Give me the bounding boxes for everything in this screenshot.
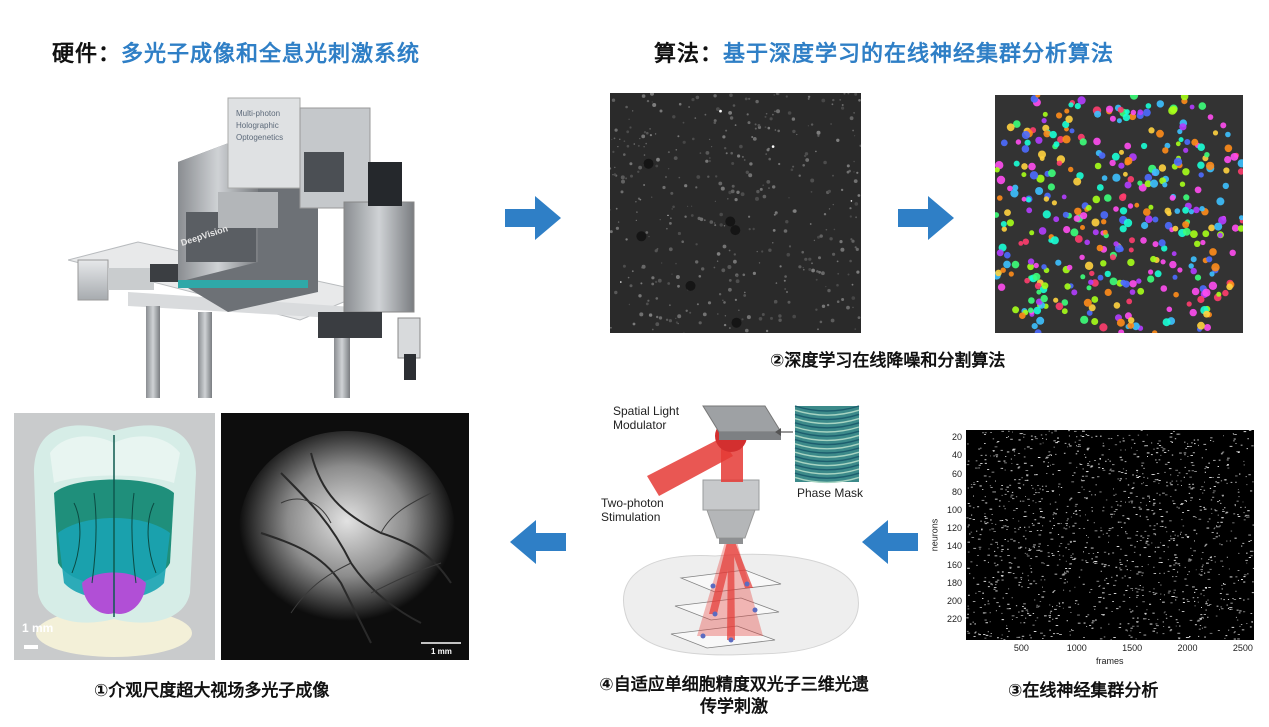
- raster-plot: neurons frames 20 40 60 80 100 120 140 160 180 20…: [929, 420, 1260, 670]
- raster-x-tick: 2000: [1177, 643, 1198, 653]
- hardware-heading-value: 多光子成像和全息光刺激系统: [121, 42, 421, 67]
- microscope-panel-line-3: Optogenetics: [236, 133, 283, 142]
- raster-canvas: [966, 430, 1255, 640]
- raster-y-tick: 140: [946, 541, 962, 552]
- raster-ylabel: neurons: [929, 518, 940, 552]
- two-photon-label: Two-photon Stimulation: [601, 496, 664, 524]
- raster-y-tick: 120: [946, 523, 962, 534]
- brain-atlas-panel: 1 mm: [14, 413, 215, 660]
- raster-y-tick: 20: [951, 432, 962, 443]
- microscope-panel-line-2: Holographic: [236, 121, 279, 130]
- raster-y-tick: 220: [946, 614, 962, 625]
- raster-y-tick: 80: [951, 486, 962, 497]
- vessel-scale-label: 1 mm: [431, 647, 452, 656]
- raster-xlabel: frames: [1096, 656, 1124, 666]
- arrow-right-2: [898, 196, 954, 240]
- microscope-illustration: Multi-photon Holographic Optogenetics De…: [68, 92, 432, 398]
- caption-ensemble-analysis: ③在线神经集群分析: [1008, 681, 1159, 701]
- caption-holographic-stimulation: ④自适应单细胞精度双光子三维光遗传学刺激: [599, 675, 869, 717]
- brain-scale-label: 1 mm: [22, 621, 54, 635]
- algorithm-heading-key: 算法：: [654, 42, 724, 67]
- raster-x-tick: 1000: [1066, 643, 1087, 653]
- raster-y-tick: 180: [946, 577, 962, 588]
- vessel-imaging-panel: 1 mm: [221, 413, 469, 660]
- stimulation-schematic: Spatial Light Modulator Phase Mask Two-p…: [585, 392, 875, 667]
- raster-x-tick: 2500: [1232, 643, 1253, 653]
- segmentation-panel: [995, 95, 1243, 333]
- raster-y-tick: 60: [951, 468, 962, 479]
- microscope-panel-line-1: Multi-photon: [236, 109, 280, 118]
- raw-imaging-canvas: [610, 93, 861, 333]
- caption-mesoscale-imaging: ①介观尺度超大视场多光子成像: [94, 681, 330, 701]
- raster-x-tick: 1500: [1122, 643, 1143, 653]
- raster-y-tick: 40: [951, 450, 962, 461]
- brain-atlas-drawing: [24, 425, 196, 657]
- phase-mask-label: Phase Mask: [797, 486, 864, 500]
- arrow-left-2: [862, 520, 918, 564]
- vessel-imaging-drawing: [239, 431, 461, 644]
- raster-y-tick: 100: [946, 505, 962, 515]
- arrow-right-1: [505, 196, 561, 240]
- caption-denoise-segmentation: ②深度学习在线降噪和分割算法: [770, 351, 1006, 371]
- algorithm-heading-value: 基于深度学习的在线神经集群分析算法: [723, 42, 1115, 67]
- hardware-heading-key: 硬件：: [52, 42, 122, 67]
- arrow-left-1: [510, 520, 566, 564]
- raster-y-tick: 160: [946, 559, 962, 570]
- raw-imaging-panel: [610, 93, 861, 333]
- stimulation-drawing: [623, 405, 860, 656]
- raster-x-tick: 500: [1013, 643, 1029, 653]
- slm-label: Spatial Light Modulator: [613, 404, 680, 432]
- microscope-drawing: Multi-photon Holographic Optogenetics De…: [68, 97, 421, 398]
- segmentation-canvas: [995, 95, 1243, 333]
- hardware-heading: 硬件：多光子成像和全息光刺激系统: [52, 36, 420, 68]
- algorithm-heading: 算法：基于深度学习的在线神经集群分析算法: [654, 36, 1114, 68]
- raster-y-tick: 200: [946, 596, 962, 606]
